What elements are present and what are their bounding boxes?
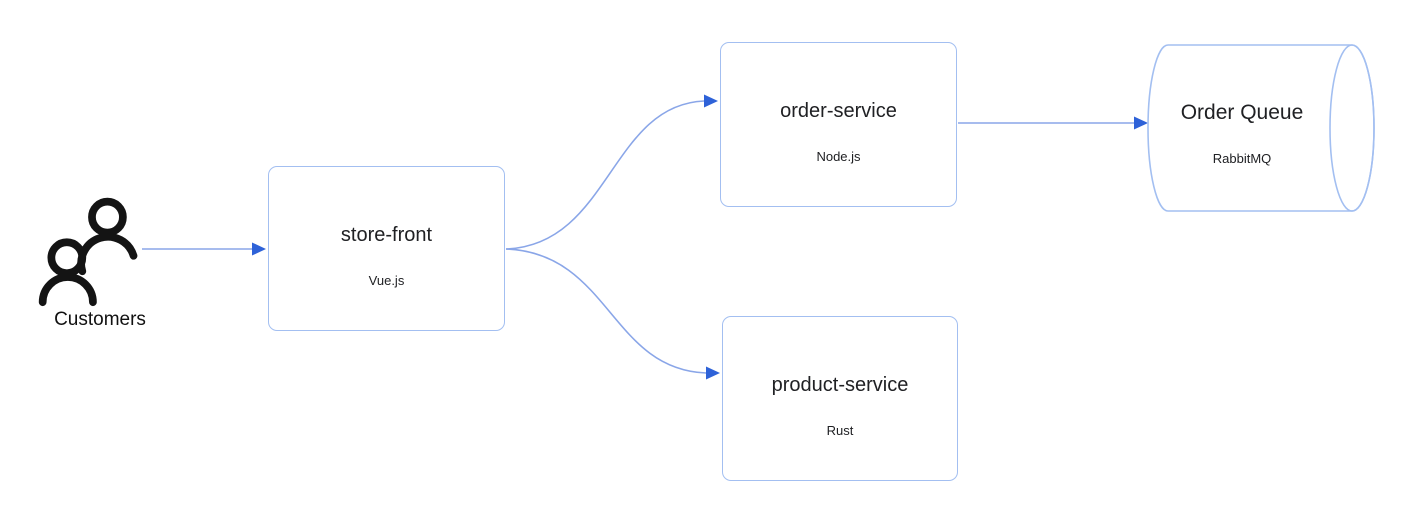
- edge-orderservice-orderqueue-arrowhead-icon: [1134, 116, 1148, 130]
- edge-storefront-orderservice-arrowhead-icon: [704, 94, 718, 108]
- people-icon: [38, 197, 138, 307]
- edge-customers-storefront-arrowhead-icon: [252, 242, 266, 256]
- node-product-service-sublabel: Rust: [826, 422, 854, 438]
- node-order-queue-sublabel: RabbitMQ: [1212, 151, 1272, 166]
- front-person-shoulders: [38, 273, 97, 307]
- node-product-service-label: product-service: [771, 373, 909, 396]
- node-store-front-label: store-front: [340, 223, 433, 246]
- edge-storefront-productservice-arrowhead-icon: [706, 366, 720, 380]
- node-product-service[interactable]: product-service Rust: [722, 316, 958, 481]
- node-order-service-sublabel: Node.js: [816, 148, 861, 164]
- actor-customers[interactable]: Customers: [38, 192, 162, 331]
- order-queue-cylinder-cap: [1329, 44, 1375, 212]
- front-person-head: [47, 238, 87, 278]
- back-person-head: [88, 197, 127, 237]
- node-store-front-sublabel: Vue.js: [368, 272, 405, 288]
- node-store-front[interactable]: store-front Vue.js: [268, 166, 505, 331]
- back-person-shoulders: [77, 232, 138, 276]
- edge-storefront-orderservice: [505, 100, 705, 250]
- node-order-service[interactable]: order-service Node.js: [720, 42, 957, 207]
- node-order-queue[interactable]: Order Queue RabbitMQ: [1152, 44, 1332, 210]
- edge-storefront-productservice: [505, 248, 707, 374]
- node-order-queue-label: Order Queue: [1180, 101, 1304, 124]
- node-order-service-label: order-service: [780, 99, 897, 122]
- actor-label: Customers: [54, 309, 146, 330]
